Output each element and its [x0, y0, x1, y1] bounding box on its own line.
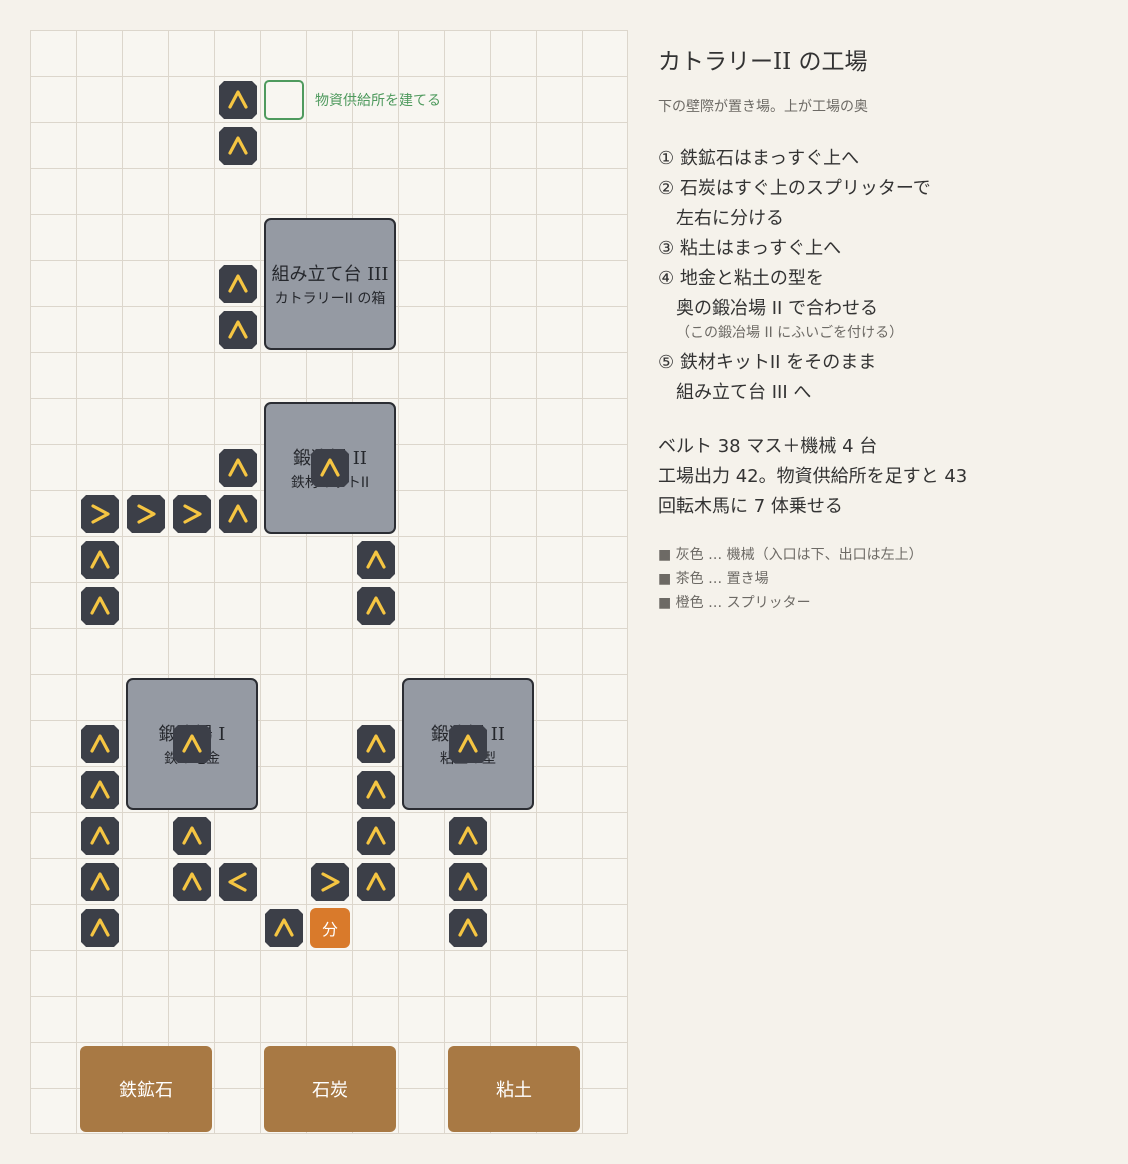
- belt-up[interactable]: [265, 909, 303, 947]
- arrow-up-icon: [90, 826, 110, 845]
- arrow-up-icon: [366, 596, 386, 615]
- step-2-cont: 左右に分ける: [676, 208, 784, 229]
- belt-up[interactable]: [81, 863, 119, 901]
- belt-up[interactable]: [449, 725, 487, 763]
- arrow-up-icon: [228, 458, 248, 477]
- belt-up[interactable]: [219, 81, 257, 119]
- arrow-right-icon: [321, 872, 340, 892]
- belt-up[interactable]: [173, 863, 211, 901]
- step-5: ⑤ 鉄材キットII をそのまま: [658, 352, 877, 373]
- belt-right[interactable]: [311, 863, 349, 901]
- step-4-cont: 奥の鍛冶場 II で合わせる: [676, 298, 879, 319]
- belt-up[interactable]: [81, 817, 119, 855]
- legend-orange: ■ 橙色 … スプリッター: [658, 595, 811, 611]
- storage-coal[interactable]: 石炭: [264, 1046, 396, 1132]
- arrow-up-icon: [366, 550, 386, 569]
- stat-belts: ベルト 38 マス＋機械 4 台: [658, 436, 878, 457]
- page-subtitle: 下の壁際が置き場。上が工場の奥: [658, 99, 868, 115]
- storage-clay[interactable]: 粘土: [448, 1046, 580, 1132]
- supply-depot-label: 物資供給所を建てる: [315, 93, 441, 109]
- factory-grid: 物資供給所を建てる 組み立て台 III カトラリーII の箱 鍛冶場 II 鉄材…: [30, 30, 628, 1134]
- belt-up[interactable]: [311, 449, 349, 487]
- arrow-up-icon: [228, 90, 248, 109]
- belt-up[interactable]: [219, 449, 257, 487]
- step-5-cont: 組み立て台 III へ: [676, 382, 812, 403]
- belt-up[interactable]: [357, 863, 395, 901]
- belt-up[interactable]: [81, 725, 119, 763]
- arrow-up-icon: [228, 136, 248, 155]
- arrow-right-icon: [91, 504, 110, 524]
- arrow-up-icon: [182, 734, 202, 753]
- step-4: ④ 地金と粘土の型を: [658, 268, 824, 289]
- arrow-up-icon: [320, 458, 340, 477]
- step-4-note: （この鍛冶場 II にふいごを付ける）: [676, 325, 904, 341]
- arrow-up-icon: [458, 734, 478, 753]
- belt-left[interactable]: [219, 863, 257, 901]
- belt-up[interactable]: [173, 725, 211, 763]
- arrow-up-icon: [228, 320, 248, 339]
- arrow-right-icon: [137, 504, 156, 524]
- belt-up[interactable]: [449, 817, 487, 855]
- arrow-up-icon: [458, 872, 478, 891]
- belt-right[interactable]: [173, 495, 211, 533]
- stat-carousel: 回転木馬に 7 体乗せる: [658, 496, 843, 517]
- belt-up[interactable]: [219, 311, 257, 349]
- legend-brown: ■ 茶色 … 置き場: [658, 571, 769, 587]
- belt-up[interactable]: [219, 495, 257, 533]
- belt-up[interactable]: [357, 725, 395, 763]
- belt-up[interactable]: [219, 265, 257, 303]
- arrow-up-icon: [274, 918, 294, 937]
- arrow-up-icon: [90, 872, 110, 891]
- arrow-up-icon: [228, 504, 248, 523]
- arrow-up-icon: [458, 918, 478, 937]
- page-title: カトラリーII の工場: [658, 49, 868, 75]
- belt-up[interactable]: [357, 817, 395, 855]
- belt-up[interactable]: [449, 909, 487, 947]
- arrow-up-icon: [182, 826, 202, 845]
- machine-name: 組み立て台 III: [271, 264, 389, 285]
- belt-up[interactable]: [81, 771, 119, 809]
- belt-up[interactable]: [357, 587, 395, 625]
- belt-up[interactable]: [81, 541, 119, 579]
- machine-product: カトラリーII の箱: [274, 291, 386, 307]
- legend-gray: ■ 灰色 … 機械（入口は下、出口は左上）: [658, 547, 923, 563]
- arrow-up-icon: [90, 734, 110, 753]
- belt-right[interactable]: [81, 495, 119, 533]
- step-3: ③ 粘土はまっすぐ上へ: [658, 238, 842, 259]
- belt-up[interactable]: [81, 909, 119, 947]
- arrow-up-icon: [366, 872, 386, 891]
- arrow-up-icon: [228, 274, 248, 293]
- stat-output: 工場出力 42。物資供給所を足すと 43: [658, 466, 968, 487]
- step-1: ① 鉄鉱石はまっすぐ上へ: [658, 148, 860, 169]
- assembly-table-machine[interactable]: 組み立て台 III カトラリーII の箱: [264, 218, 396, 350]
- belt-up[interactable]: [173, 817, 211, 855]
- arrow-up-icon: [90, 550, 110, 569]
- arrow-up-icon: [90, 596, 110, 615]
- arrow-up-icon: [366, 780, 386, 799]
- belt-up[interactable]: [219, 127, 257, 165]
- splitter[interactable]: 分: [310, 908, 350, 948]
- arrow-up-icon: [458, 826, 478, 845]
- arrow-up-icon: [366, 734, 386, 753]
- arrow-up-icon: [90, 918, 110, 937]
- storage-iron-ore[interactable]: 鉄鉱石: [80, 1046, 212, 1132]
- supply-depot-slot[interactable]: [264, 80, 304, 120]
- arrow-up-icon: [90, 780, 110, 799]
- step-2: ② 石炭はすぐ上のスプリッターで: [658, 178, 931, 199]
- arrow-up-icon: [366, 826, 386, 845]
- belt-right[interactable]: [127, 495, 165, 533]
- arrow-right-icon: [183, 504, 202, 524]
- belt-up[interactable]: [81, 587, 119, 625]
- arrow-left-icon: [228, 872, 247, 892]
- belt-up[interactable]: [357, 541, 395, 579]
- belt-up[interactable]: [449, 863, 487, 901]
- arrow-up-icon: [182, 872, 202, 891]
- belt-up[interactable]: [357, 771, 395, 809]
